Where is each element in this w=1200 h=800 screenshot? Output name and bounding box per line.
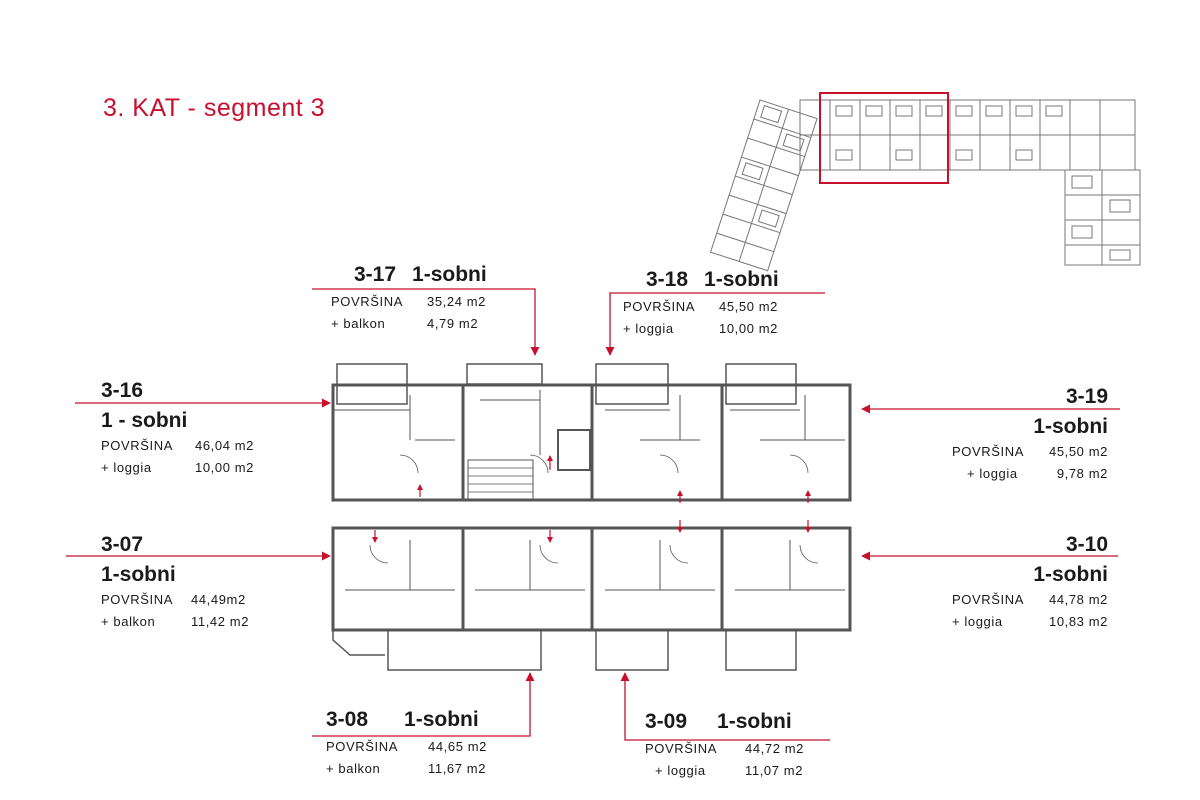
area-label: POVRŠINA bbox=[645, 741, 717, 756]
area-value: 45,50 m2 bbox=[719, 299, 779, 314]
floor-plan bbox=[331, 363, 852, 671]
area-value: 45,50 m2 bbox=[1048, 444, 1108, 459]
unit-3-08: 3-08 1-sobni POVRŠINA 44,65 m2 + balkon 11,… bbox=[326, 708, 487, 780]
area-value: 46,04 m2 bbox=[195, 438, 255, 453]
extra-value: 9,78 m2 bbox=[1056, 466, 1108, 481]
extra-value: 4,79 m2 bbox=[427, 316, 479, 331]
unit-type: 1-sobni bbox=[101, 563, 176, 586]
unit-id: 3-08 bbox=[326, 708, 369, 731]
extra-value: 11,67 m2 bbox=[428, 761, 487, 776]
segment-highlight-box bbox=[819, 92, 949, 184]
extra-label: + loggia bbox=[101, 460, 152, 475]
area-label: POVRŠINA bbox=[952, 592, 1024, 607]
page-title: 3. KAT - segment 3 bbox=[103, 94, 326, 122]
area-label: POVRŠINA bbox=[101, 592, 173, 607]
unit-type: 1-sobni bbox=[412, 263, 487, 286]
extra-value: 10,00 m2 bbox=[195, 460, 255, 475]
unit-type: 1-sobni bbox=[717, 710, 792, 733]
area-label: POVRŠINA bbox=[326, 739, 398, 754]
extra-value: 11,07 m2 bbox=[745, 763, 804, 778]
unit-type: 1 - sobni bbox=[101, 409, 188, 432]
extra-value: 11,42 m2 bbox=[191, 614, 250, 629]
extra-label: + balkon bbox=[331, 316, 386, 331]
unit-type: 1-sobni bbox=[1033, 563, 1108, 586]
area-value: 44,72 m2 bbox=[745, 741, 805, 756]
extra-label: + loggia bbox=[623, 321, 674, 336]
unit-3-18: 3-18 1-sobni POVRŠINA 45,50 m2 + loggia 10,… bbox=[623, 268, 779, 340]
unit-3-19: 3-19 1-sobni POVRŠINA 45,50 m2 + loggia 9,… bbox=[952, 385, 1108, 485]
area-value: 44,78 m2 bbox=[1048, 592, 1108, 607]
unit-id: 3-19 bbox=[1065, 385, 1108, 408]
unit-id: 3-16 bbox=[101, 379, 144, 402]
extra-label: + loggia bbox=[952, 614, 1003, 629]
area-value: 44,49m2 bbox=[191, 592, 246, 607]
unit-type: 1-sobni bbox=[704, 268, 779, 291]
key-plan bbox=[709, 99, 1141, 272]
unit-3-09: 3-09 1-sobni POVRŠINA 44,72 m2 + loggia 11,… bbox=[645, 710, 804, 782]
extra-label: + balkon bbox=[326, 761, 381, 776]
area-label: POVRŠINA bbox=[952, 444, 1024, 459]
unit-3-10: 3-10 1-sobni POVRŠINA 44,78 m2 + loggia 10… bbox=[952, 533, 1108, 633]
unit-3-07: 3-07 1-sobni POVRŠINA 44,49m2 + balkon 11,… bbox=[101, 533, 249, 633]
extra-value: 10,00 m2 bbox=[719, 321, 779, 336]
area-label: POVRŠINA bbox=[623, 299, 695, 314]
unit-id: 3-10 bbox=[1065, 533, 1108, 556]
area-value: 35,24 m2 bbox=[427, 294, 487, 309]
unit-id: 3-17 bbox=[354, 263, 397, 286]
unit-id: 3-09 bbox=[645, 710, 688, 733]
extra-label: + loggia bbox=[967, 466, 1018, 481]
extra-label: + loggia bbox=[655, 763, 706, 778]
area-label: POVRŠINA bbox=[331, 294, 403, 309]
unit-id: 3-18 bbox=[646, 268, 689, 291]
area-label: POVRŠINA bbox=[101, 438, 173, 453]
extra-value: 10,83 m2 bbox=[1048, 614, 1108, 629]
leader-lines bbox=[66, 288, 1120, 741]
area-value: 44,65 m2 bbox=[428, 739, 488, 754]
unit-id: 3-07 bbox=[101, 533, 144, 556]
extra-label: + balkon bbox=[101, 614, 156, 629]
unit-type: 1-sobni bbox=[404, 708, 479, 731]
unit-3-16: 3-16 1 - sobni POVRŠINA 46,04 m2 + loggia… bbox=[101, 379, 254, 479]
unit-type: 1-sobni bbox=[1033, 415, 1108, 438]
unit-3-17: 3-17 1-sobni POVRŠINA 35,24 m2 + balkon 4,7… bbox=[331, 263, 487, 335]
entry-arrows bbox=[372, 455, 811, 543]
